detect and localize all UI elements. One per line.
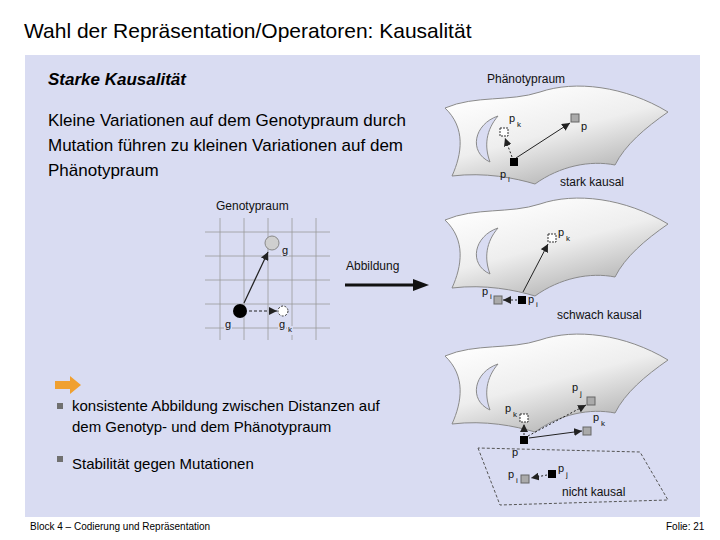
phenotype-label: p	[593, 411, 599, 423]
phenotype-label: p	[505, 402, 511, 414]
genotype-label: g	[224, 318, 232, 330]
space-label: Genotypraum	[216, 200, 289, 213]
sheet-surface	[445, 198, 668, 296]
phenotype-point	[587, 397, 595, 405]
phenotype-label: k	[517, 121, 521, 130]
grid-line	[292, 218, 293, 340]
phenotype-label: p	[528, 293, 534, 305]
phenotype-arrow	[505, 138, 512, 157]
mapping-arrow	[345, 284, 415, 287]
phenotype-label: k	[601, 420, 605, 429]
causality-label: nicht kausal	[562, 486, 625, 499]
grid-line	[205, 232, 330, 233]
phenotype-label: p	[558, 226, 564, 238]
genotype-label: k	[287, 326, 293, 335]
phenotype-point	[571, 114, 579, 122]
phenotype-point	[548, 234, 556, 242]
sheet-hole	[476, 116, 498, 162]
phenotype-label: j	[580, 390, 582, 399]
phenotype-label: i	[536, 301, 538, 310]
phenotype-label: k	[566, 235, 570, 244]
phenotype-point	[494, 296, 502, 304]
phenotype-label: p	[572, 381, 578, 393]
phenotype-label: p	[508, 468, 514, 480]
bullet-text: konsistente Abbildung zwischen Distanzen…	[72, 395, 412, 437]
genotype-label: g	[278, 318, 286, 330]
phenotype-point	[520, 414, 528, 422]
grid-line	[205, 304, 330, 305]
bullet-square	[57, 403, 63, 409]
phenotype-arrow	[529, 431, 582, 438]
genotype-point	[233, 304, 247, 318]
footer-text: Folie: 21	[666, 521, 704, 532]
causality-label: schwach kausal	[557, 309, 642, 322]
phenotype-label: j	[566, 471, 568, 480]
grid-line	[268, 218, 269, 340]
bullet-square	[57, 456, 63, 462]
phenotype-point	[583, 427, 591, 435]
grid-line	[205, 328, 330, 329]
phenotype-label: k	[513, 411, 517, 420]
grid-line	[316, 218, 317, 340]
footer-text: Block 4 – Codierung und Repräsentation	[30, 521, 210, 532]
phenotype-point	[500, 128, 508, 136]
genotype-point	[265, 236, 279, 250]
phenotype-label: i	[508, 176, 510, 185]
orange-arrow	[55, 376, 81, 394]
genotype-point	[278, 306, 288, 316]
grid-line	[205, 256, 330, 257]
phenotype-arrow	[523, 244, 548, 292]
bullet-text: Stabilität gegen Mutationen	[72, 453, 412, 474]
body-text: Kleine Variationen auf dem Genotypraum d…	[48, 108, 443, 183]
phenotype-arrow	[528, 405, 586, 436]
mapping-arrow-head	[413, 279, 429, 291]
phenotype-point	[518, 296, 526, 304]
phenotype-arrow	[524, 424, 525, 435]
dashed-region	[478, 448, 668, 505]
phenotype-label: p	[482, 285, 488, 297]
phenotype-point	[510, 158, 518, 166]
sheet-surface	[445, 334, 668, 432]
phenotype-label: p	[581, 120, 587, 132]
grid-line	[220, 218, 221, 340]
phenotype-label: i	[516, 477, 518, 486]
slide-title: Wahl der Repräsentation/Operatoren: Kaus…	[24, 19, 471, 43]
phenotype-label: p	[512, 446, 518, 458]
content-panel: Starke KausalitätKleine Variationen auf …	[25, 55, 700, 517]
phenotype-point	[521, 475, 529, 483]
phenotype-label: p	[558, 462, 564, 474]
phenotype-label: p	[500, 168, 506, 180]
phenotype-arrow	[516, 123, 570, 158]
grid-line	[244, 218, 245, 340]
genotype-label: g	[281, 244, 289, 256]
phenotype-label: p	[509, 112, 515, 124]
mutation-arrow	[244, 252, 268, 303]
phenotype-arrow	[503, 300, 517, 301]
sheet-hole	[476, 364, 498, 410]
grid-line	[205, 280, 330, 281]
panel-heading: Starke Kausalität	[48, 70, 186, 90]
phenotype-sheet	[445, 334, 668, 432]
phenotype-label: i	[490, 293, 492, 302]
phenotype-sheet	[445, 86, 668, 184]
causality-label: stark kausal	[560, 176, 624, 189]
sheet-hole	[476, 228, 498, 274]
genotype-grid	[205, 218, 330, 340]
mutation-arrow	[249, 310, 277, 311]
phenotype-point	[548, 470, 556, 478]
phenotype-arrow	[531, 475, 547, 478]
space-label: Phänotypraum	[487, 73, 565, 86]
sheet-surface	[445, 86, 668, 184]
phenotype-sheet	[445, 198, 668, 296]
mapping-label: Abbildung	[346, 260, 399, 273]
phenotype-point	[520, 436, 528, 444]
